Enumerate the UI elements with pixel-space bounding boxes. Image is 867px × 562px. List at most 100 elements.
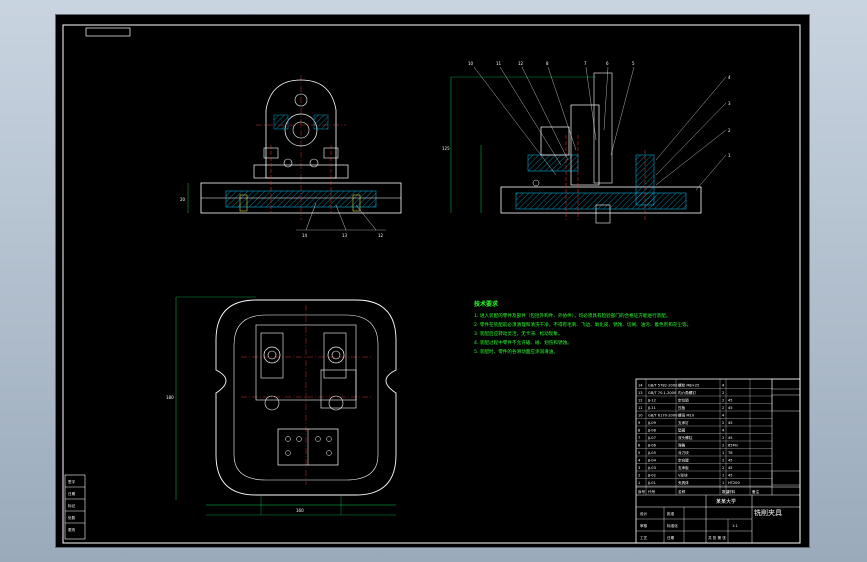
- tb-field-standard: 标准化: [667, 523, 678, 528]
- parts-cell: 双头螺柱: [678, 435, 693, 440]
- parts-cell: 2: [638, 474, 640, 478]
- parts-cell: JJ-06: [647, 444, 657, 448]
- parts-cell: 6: [638, 444, 641, 448]
- sheet-info: 共 张 第 张: [708, 535, 726, 540]
- parts-cell: 2: [722, 399, 724, 403]
- parts-cell: 4: [638, 459, 641, 463]
- parts-cell: 2: [722, 466, 724, 470]
- parts-cell: 9: [638, 421, 641, 425]
- parts-cell: 2: [722, 444, 724, 448]
- outer-frame: [62, 24, 801, 544]
- parts-cell: 14: [638, 384, 643, 388]
- parts-header-cell: 材料: [728, 489, 736, 494]
- parts-cell: JJ-03: [647, 466, 656, 470]
- rev-label-mark: 标记: [68, 503, 76, 508]
- revision-box: 签字 日期 标记 处数 更改: [64, 474, 86, 540]
- parts-cell: 10: [638, 414, 643, 418]
- parts-cell: 定位销: [678, 398, 689, 403]
- cad-drawing-canvas: 签字 日期 标记 处数 更改 20: [62, 24, 801, 544]
- parts-cell: 12: [638, 399, 643, 403]
- side-label-3: 3: [728, 101, 731, 106]
- parts-cell: 45: [728, 399, 733, 403]
- svg-text:20: 20: [180, 197, 186, 202]
- tech-note-5: 5. 装配时，零件的各滑动面应涂润滑油。: [474, 348, 558, 355]
- tb-field-date: 日期: [667, 535, 675, 540]
- parts-cell: 3: [638, 466, 640, 470]
- parts-cell: HT200: [728, 481, 740, 485]
- tech-notes-title: 技术要求: [474, 300, 499, 308]
- cad-viewport[interactable]: 签字 日期 标记 处数 更改 20: [55, 14, 810, 548]
- technical-requirements: 技术要求 1. 进入装配的零件及部件（包括外购件、外协件），均必须具有检验部门的…: [474, 300, 691, 355]
- svg-text:180: 180: [166, 395, 174, 400]
- drawing-name: 铣削夹具: [754, 508, 782, 517]
- parts-cell: 2: [722, 391, 724, 395]
- parts-cell: 2: [722, 436, 724, 440]
- parts-cell: 45: [728, 459, 733, 463]
- parts-cell: 4: [722, 429, 725, 433]
- parts-cell: 5: [638, 451, 640, 455]
- side-label-11: 11: [496, 61, 502, 66]
- side-label-5: 5: [632, 61, 635, 66]
- parts-cell: 垫圈: [678, 428, 686, 433]
- parts-cell: JJ-02: [647, 474, 656, 478]
- parts-cell: 4: [722, 414, 725, 418]
- tech-note-4: 4. 装配过程中零件不允许磕、碰、划伤和锈蚀。: [474, 339, 572, 346]
- parts-cell: 螺栓 M8×25: [678, 383, 699, 388]
- parts-cell: 支承钉: [678, 420, 689, 425]
- corner-box: [85, 27, 131, 37]
- front-label-13: 13: [342, 233, 348, 238]
- rev-label-change: 更改: [68, 527, 76, 532]
- parts-header-cell: 数量: [722, 489, 730, 494]
- parts-cell: 压板: [678, 405, 686, 410]
- parts-cell: GB/T 6170-2000: [648, 414, 678, 418]
- parts-cell: 2: [722, 421, 724, 425]
- side-label-2: 2: [728, 128, 731, 133]
- tb-field-design: 设计: [640, 511, 648, 516]
- parts-cell: 45: [728, 436, 733, 440]
- parts-cell: 7: [638, 436, 640, 440]
- rev-label-sign: 签字: [68, 479, 76, 484]
- side-label-12: 12: [518, 61, 524, 66]
- company-name: 某某大学: [716, 498, 736, 505]
- svg-text:160: 160: [296, 508, 304, 513]
- parts-cell: JJ-09: [647, 421, 657, 425]
- parts-cell: 65Mn: [728, 444, 738, 448]
- tb-field-process: 工艺: [640, 535, 648, 540]
- parts-cell: JJ-07: [647, 436, 656, 440]
- parts-cell: 2: [722, 459, 724, 463]
- side-label-1: 1: [728, 153, 731, 158]
- parts-cell: 弹簧: [678, 443, 686, 448]
- front-label-14: 14: [302, 233, 308, 238]
- side-label-10: 10: [468, 61, 474, 66]
- parts-header-cell: 代号: [648, 489, 656, 494]
- parts-header-cell: 序号: [638, 489, 646, 494]
- parts-cell: V形块: [678, 473, 688, 478]
- parts-cell: 2: [722, 406, 724, 410]
- drawing-scale: 1:1: [732, 524, 738, 528]
- side-label-4: 4: [728, 75, 731, 80]
- tb-field-review: 审核: [640, 523, 648, 528]
- parts-cell: 螺母 M10: [678, 413, 695, 418]
- parts-cell: 1: [722, 474, 724, 478]
- parts-cell: GB/T 5782-2000: [648, 384, 678, 388]
- tech-note-2: 2. 零件在装配前必须清理和清洗干净，不得有毛刺、飞边、氧化皮、锈蚀、切屑、油污…: [474, 321, 691, 328]
- parts-cell: 定向键: [678, 458, 689, 463]
- parts-cell: 支承板: [678, 465, 689, 470]
- parts-cell: 45: [728, 406, 733, 410]
- parts-cell: 1: [638, 481, 640, 485]
- parts-cell: JJ-11: [647, 406, 656, 410]
- tb-field-approve: 批准: [667, 511, 675, 516]
- parts-cell: JJ-04: [647, 459, 657, 463]
- side-label-6: 6: [606, 61, 609, 66]
- tech-note-1: 1. 进入装配的零件及部件（包括外购件、外协件），均必须具有检验部门的合格证方能…: [474, 312, 671, 319]
- rev-label-count: 处数: [68, 515, 76, 520]
- parts-cell: 1: [722, 451, 724, 455]
- parts-cell: 13: [638, 391, 643, 395]
- front-view: 20 14 13 12: [180, 75, 402, 238]
- top-view: 180 160: [166, 296, 397, 516]
- parts-cell: 11: [638, 406, 643, 410]
- svg-text:125: 125: [442, 146, 450, 151]
- parts-cell: 4: [722, 384, 725, 388]
